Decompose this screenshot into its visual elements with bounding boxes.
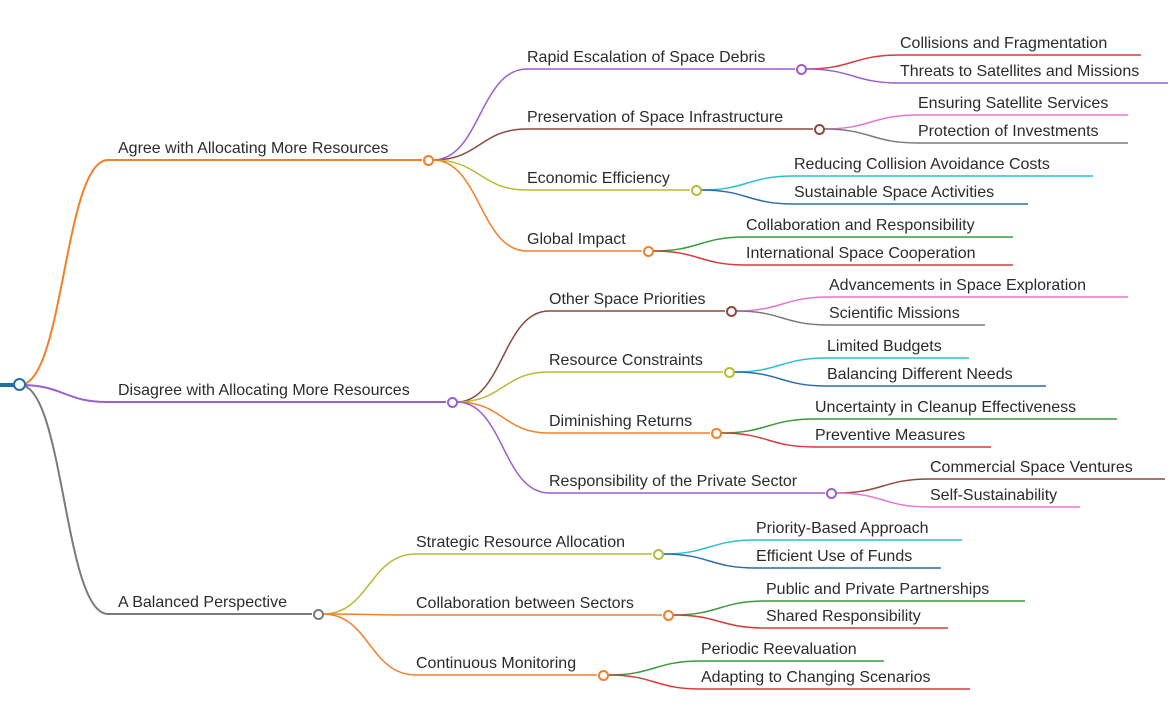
branch-connector (19, 159, 109, 386)
leaf-label[interactable]: Uncertainty in Cleanup Effectiveness (815, 399, 1077, 416)
topic-connector (432, 159, 528, 191)
leaf-label[interactable]: Protection of Investments (918, 123, 1099, 140)
leaf-connector (652, 250, 747, 266)
topic-label[interactable]: Collaboration between Sectors (416, 595, 634, 612)
leaf-label[interactable]: Public and Private Partnerships (766, 581, 990, 598)
topic-node[interactable] (597, 669, 609, 681)
leaf-connector (733, 357, 828, 373)
leaf-connector (672, 614, 767, 629)
branch-label[interactable]: Agree with Allocating More Resources (118, 140, 389, 157)
leaf-label[interactable]: Threats to Satellites and Missions (900, 63, 1140, 80)
leaf-label[interactable]: Advancements in Space Exploration (829, 277, 1087, 294)
topic-connector (432, 68, 528, 161)
leaf-label[interactable]: Reducing Collision Avoidance Costs (794, 156, 1050, 173)
leaf-label[interactable]: Adapting to Changing Scenarios (701, 669, 931, 686)
leaf-connector (805, 68, 901, 84)
topic-node[interactable] (690, 184, 702, 196)
leaf-connector (607, 674, 702, 690)
leaf-label[interactable]: Scientific Missions (829, 305, 960, 322)
topic-node[interactable] (813, 123, 825, 135)
topic-label[interactable]: Economic Efficiency (527, 170, 670, 187)
topic-connector (456, 401, 550, 434)
leaf-connector (735, 296, 830, 312)
root-connector (0, 383, 16, 387)
leaf-label[interactable]: Ensuring Satellite Services (918, 95, 1109, 112)
branch-connector (19, 384, 109, 615)
topic-node[interactable] (642, 245, 654, 257)
topic-node[interactable] (725, 305, 737, 317)
leaf-label[interactable]: Efficient Use of Funds (756, 548, 913, 565)
leaf-connector (823, 128, 919, 144)
leaf-connector (835, 478, 931, 494)
leaf-connector (805, 54, 901, 70)
root-node[interactable] (13, 378, 26, 391)
topic-label[interactable]: Strategic Resource Allocation (416, 534, 625, 551)
topic-label[interactable]: Global Impact (527, 231, 626, 248)
topic-connector (456, 371, 550, 403)
leaf-label[interactable]: Balancing Different Needs (827, 366, 1013, 383)
branch-node[interactable] (312, 608, 324, 620)
topic-label[interactable]: Responsibility of the Private Sector (549, 473, 798, 490)
branch-label[interactable]: Disagree with Allocating More Resources (118, 382, 410, 399)
topic-node[interactable] (795, 63, 807, 75)
topic-label[interactable]: Continuous Monitoring (416, 655, 577, 672)
topic-node[interactable] (710, 427, 722, 439)
leaf-connector (835, 492, 931, 508)
leaf-connector (672, 600, 767, 616)
topic-node[interactable] (723, 366, 735, 378)
topic-connector (456, 401, 550, 494)
leaf-connector (662, 553, 757, 569)
topic-node[interactable] (662, 609, 674, 621)
leaf-connector (700, 189, 795, 205)
leaf-label[interactable]: Shared Responsibility (766, 608, 921, 625)
leaf-label[interactable]: Periodic Reevaluation (701, 641, 857, 658)
topic-label[interactable]: Other Space Priorities (549, 291, 706, 308)
topic-connector (432, 128, 528, 161)
leaf-label[interactable]: Self-Sustainability (930, 487, 1058, 504)
topic-connector (322, 613, 417, 676)
branch-node[interactable] (422, 154, 434, 166)
leaf-connector (733, 371, 828, 387)
leaf-connector (700, 175, 795, 191)
leaf-connector (652, 236, 747, 252)
leaf-connector (720, 432, 816, 448)
branch-label[interactable]: A Balanced Perspective (118, 594, 287, 611)
branch-connector (19, 384, 109, 403)
topic-node[interactable] (825, 487, 837, 499)
topic-connector (432, 159, 528, 252)
leaf-label[interactable]: Commercial Space Ventures (930, 459, 1133, 476)
topic-connector (322, 613, 417, 616)
topic-label[interactable]: Diminishing Returns (549, 413, 693, 430)
leaf-connector (662, 539, 757, 555)
leaf-connector (735, 310, 830, 326)
topic-connector (322, 553, 417, 615)
branch-node[interactable] (446, 396, 458, 408)
leaf-label[interactable]: Collisions and Fragmentation (900, 35, 1108, 52)
leaf-connector (720, 418, 816, 434)
leaf-label[interactable]: International Space Cooperation (746, 245, 976, 262)
leaf-label[interactable]: Preventive Measures (815, 427, 966, 444)
leaf-label[interactable]: Priority-Based Approach (756, 520, 929, 537)
topic-label[interactable]: Resource Constraints (549, 352, 703, 369)
leaf-connector (823, 114, 919, 130)
topic-label[interactable]: Preservation of Space Infrastructure (527, 109, 784, 126)
leaf-label[interactable]: Limited Budgets (827, 338, 942, 355)
leaf-connector (607, 660, 702, 676)
leaf-label[interactable]: Collaboration and Responsibility (746, 217, 975, 234)
leaf-label[interactable]: Sustainable Space Activities (794, 184, 995, 201)
topic-label[interactable]: Rapid Escalation of Space Debris (527, 49, 766, 66)
topic-connector (456, 310, 550, 403)
topic-node[interactable] (652, 548, 664, 560)
